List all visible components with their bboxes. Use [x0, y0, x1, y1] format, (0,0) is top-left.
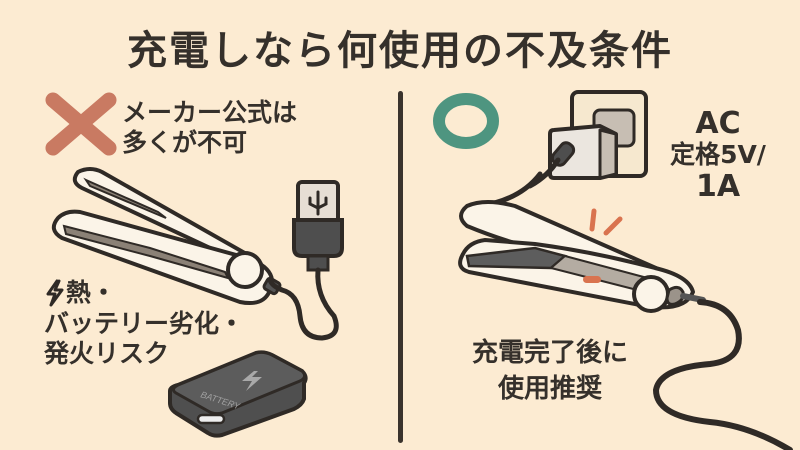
after-note-line1: 充電完了後に — [471, 338, 628, 368]
risk-note-line1: 熱・ — [66, 278, 117, 307]
official-note-line1: メーカー公式は — [122, 98, 298, 127]
battery-lightning-icon — [242, 371, 262, 391]
official-not-allowed-note: メーカー公式は 多くが不可 — [122, 98, 297, 157]
ac-note-line2: 定格5V/ — [670, 140, 766, 170]
ac-note-line1: AC — [695, 106, 741, 141]
lightning-icon — [46, 279, 64, 307]
after-note-line2: 使用推奨 — [497, 373, 602, 404]
wall-outlet-charger-illustration — [527, 90, 648, 189]
risk-note-line3: 発火リスク — [44, 339, 170, 368]
page-title: 充電しなら何使用の不及条件 — [127, 28, 673, 74]
usb-icon — [308, 190, 328, 216]
risk-note: 熱・ バッテリー劣化・ 発火リスク — [44, 278, 244, 370]
cross-icon — [45, 92, 117, 156]
usb-port-icon — [196, 413, 226, 425]
usb-cable-illustration — [267, 180, 344, 341]
power-cord — [652, 299, 793, 450]
divider — [398, 91, 403, 443]
use-after-charging-note: 充電完了後に 使用推奨 — [440, 336, 660, 408]
ac-rating-note: AC 定格5V/ 1A — [663, 106, 773, 204]
heat-spark-icon — [589, 208, 623, 236]
indicator-light-icon — [583, 276, 601, 283]
circle-ok-icon — [433, 93, 499, 149]
official-note-line2: 多くが不可 — [122, 127, 248, 157]
ac-note-line3: 1A — [695, 168, 741, 204]
battery-pack-illustration: BATTERY — [168, 350, 308, 438]
risk-note-line2: バッテリー劣化・ — [44, 308, 245, 338]
hair-straightener-illustration-right — [458, 200, 706, 313]
